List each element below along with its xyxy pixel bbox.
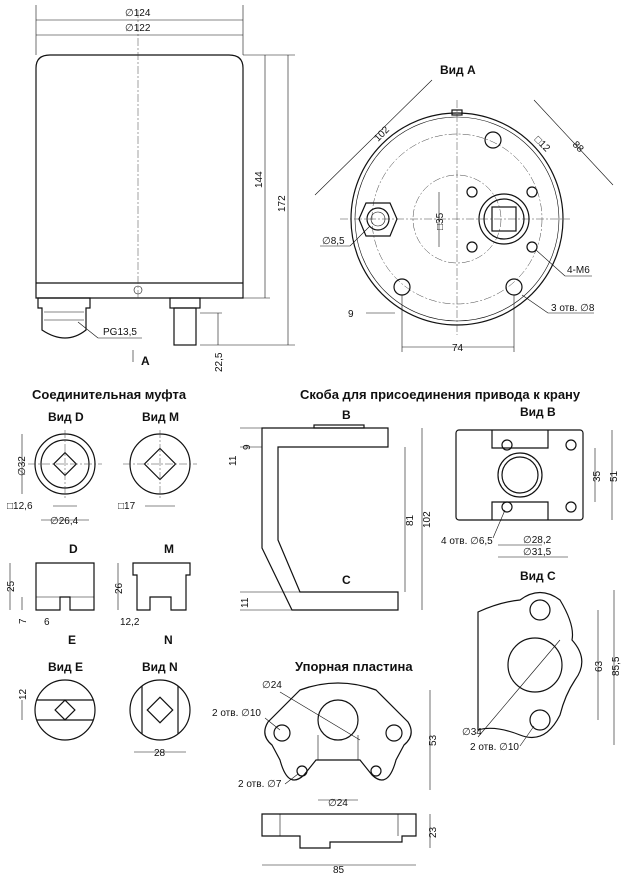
dim-85: 85 [333, 865, 345, 876]
dim-63: 63 [594, 660, 605, 672]
view-d-title: Вид D [48, 410, 84, 424]
label-pg13-5: PG13,5 [103, 327, 137, 338]
dim-d124: ∅124 [125, 8, 151, 19]
dim-102: 102 [422, 511, 433, 528]
dim-22-5: 22,5 [214, 352, 225, 372]
dim-25: 25 [6, 580, 17, 592]
shaft [173, 307, 197, 346]
dim-11-top: 11 [228, 455, 239, 466]
view-c-title: Вид C [520, 569, 556, 583]
dim-9: 9 [242, 444, 253, 450]
dim-d31-5: ∅31,5 [523, 547, 552, 558]
dim-85-5: 85,5 [611, 656, 622, 676]
dim-d28-2: ∅28,2 [523, 535, 552, 546]
dim-81: 81 [405, 514, 416, 526]
dim-51: 51 [609, 470, 620, 482]
arrow-b: B [342, 408, 351, 422]
nut [358, 202, 398, 237]
view-b: Вид B 35 51 4 отв. ∅6,5 ∅28,2 ∅31,5 [441, 405, 620, 558]
label-4-holes-d6-5: 4 отв. ∅6,5 [441, 536, 493, 547]
arrow-m: M [164, 542, 174, 556]
view-n-title: Вид N [142, 660, 178, 674]
arrow-e: E [68, 633, 76, 647]
dim-d24-top: ∅24 [262, 680, 282, 691]
view-e-title: Вид E [48, 660, 83, 674]
dim-144: 144 [254, 171, 265, 188]
coupling: Соединительная муфта Вид D Вид M ∅32 □12… [6, 387, 197, 759]
dim-35: 35 [592, 470, 603, 482]
view-a: Вид A 102 88 □12 □35 ∅8,5 4-M6 3 отв. ∅8… [314, 63, 614, 354]
label-3-holes-d8: 3 отв. ∅8 [551, 303, 595, 314]
label-4-m6: 4-M6 [567, 265, 590, 276]
dim-6: 6 [44, 617, 50, 628]
dim-d32: ∅32 [17, 456, 28, 476]
dim-102: 102 [372, 124, 392, 144]
dim-sq17: □17 [118, 501, 136, 512]
dim-12-2: 12,2 [120, 617, 140, 628]
label-2-holes-d7: 2 отв. ∅7 [238, 779, 282, 790]
view-b-title: Вид B [520, 405, 556, 419]
label-2-holes-d10: 2 отв. ∅10 [212, 708, 261, 719]
arrow-c: C [342, 573, 351, 587]
coupling-title: Соединительная муфта [32, 387, 187, 402]
dim-53: 53 [428, 734, 439, 746]
view-c: Вид C 63 85,5 ∅34 2 отв. ∅10 [462, 569, 622, 753]
actuator-front-view: ∅124 ∅122 144 172 22,5 PG13,5 A [35, 5, 295, 372]
dim-74: 74 [452, 343, 464, 354]
view-a-title: Вид A [440, 63, 476, 77]
dim-7: 7 [18, 618, 29, 624]
arrow-d: D [69, 542, 78, 556]
cable-gland [37, 297, 91, 339]
view-m-title: Вид M [142, 410, 179, 424]
dim-d26-4: ∅26,4 [50, 516, 79, 527]
dim-sq12: □12 [532, 134, 552, 154]
plate-title: Упорная пластина [295, 659, 413, 674]
view-a-arrow: A [141, 354, 150, 368]
dim-d34: ∅34 [462, 727, 482, 738]
dim-d24-bottom: ∅24 [328, 798, 348, 809]
dim-9: 9 [348, 309, 354, 320]
dim-d8-5: ∅8,5 [322, 236, 345, 247]
dim-172: 172 [277, 195, 288, 212]
arrow-n: N [164, 633, 173, 647]
label-2-holes-d10: 2 отв. ∅10 [470, 742, 519, 753]
thrust-plate: Упорная пластина ∅24 2 отв. ∅10 53 2 отв… [212, 659, 439, 876]
dim-28: 28 [154, 748, 166, 759]
dim-sq35: □35 [435, 212, 446, 230]
bracket-title: Скоба для присоединения привода к крану [300, 387, 581, 402]
dim-26: 26 [114, 582, 125, 594]
dim-12: 12 [18, 688, 29, 700]
bracket: Скоба для присоединения привода к крану … [228, 387, 581, 611]
dim-11-bottom: 11 [240, 597, 251, 608]
dim-d122: ∅122 [125, 23, 151, 34]
dim-sq12-6: □12,6 [7, 501, 33, 512]
dim-23: 23 [428, 826, 439, 838]
